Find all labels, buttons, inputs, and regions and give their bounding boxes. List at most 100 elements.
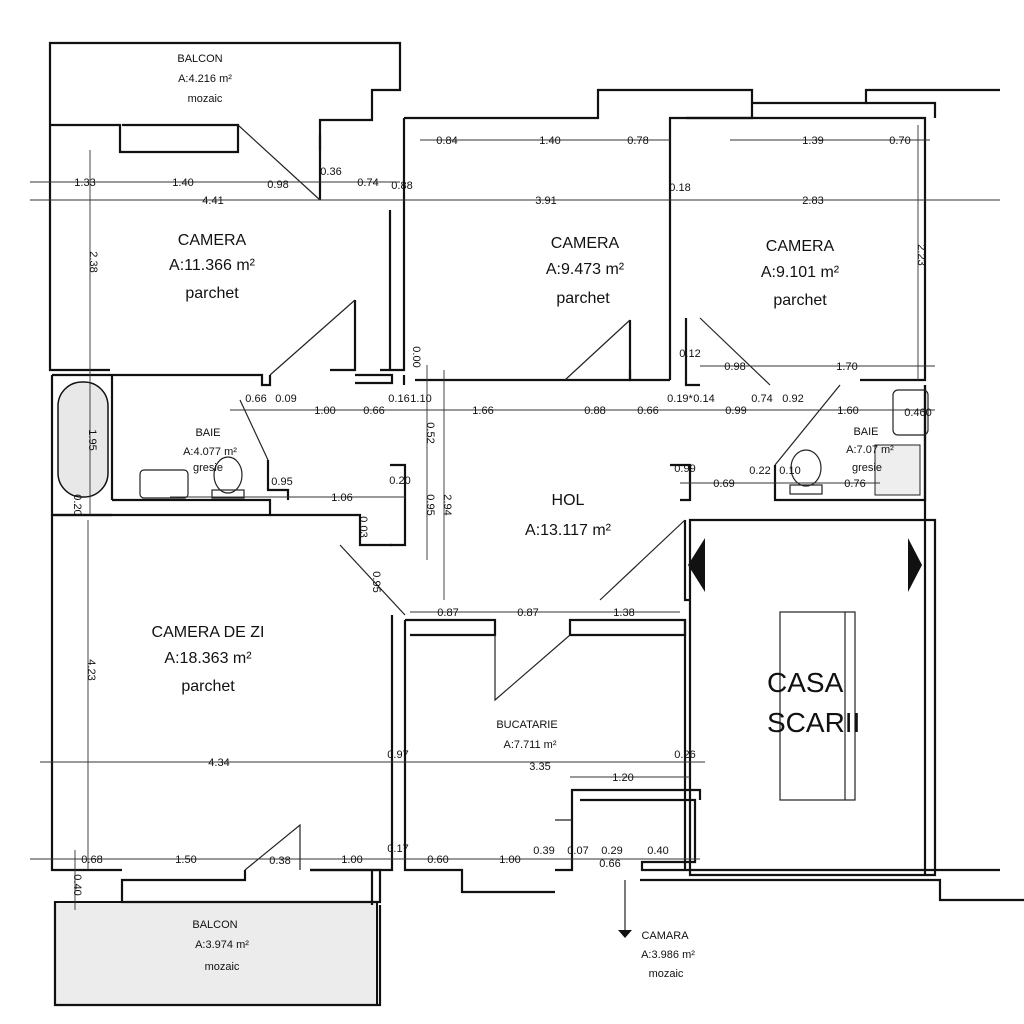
room-camera-3: CAMERA A:9.101 m² parchet [761, 238, 840, 309]
room-camara: CAMARA A:3.986 m² mozaic [641, 930, 695, 980]
room-floor: gresie [193, 462, 223, 474]
room-balcon-top: BALCON A:4.216 m² mozaic [177, 53, 232, 105]
dimension-label: 1.00 [314, 405, 335, 417]
dimension-label: 0.17 [387, 843, 408, 855]
room-name-line2: SCARII [767, 707, 860, 738]
sink [139, 469, 189, 499]
room-name: CAMERA [766, 238, 835, 255]
dimension-label: 2.83 [802, 195, 823, 207]
room-name: BALCON [192, 919, 237, 931]
room-area: A:3.986 m² [641, 949, 695, 961]
dimension-label: 0.00 [410, 346, 422, 367]
room-hol: HOL A:13.117 m² [525, 492, 612, 539]
room-area: A:4.216 m² [178, 73, 232, 85]
dimension-label: 4.23 [85, 659, 97, 680]
camara-arrow-icon [618, 930, 632, 938]
dimension-label: 2.38 [87, 251, 99, 272]
dimension-label: 0.09 [275, 393, 296, 405]
room-floor: mozaic [188, 93, 223, 105]
room-name: CAMERA [178, 232, 247, 249]
dimension-label: 0.07 [567, 845, 588, 857]
dimension-label: 0.95 [271, 476, 292, 488]
dimension-label: 0.87 [437, 607, 458, 619]
dimension-label: 1.66 [472, 405, 493, 417]
washer [874, 444, 921, 496]
dimension-label: 0.460 [904, 407, 932, 419]
room-area: A:11.366 m² [169, 257, 256, 274]
room-floor: gresie [852, 462, 882, 474]
dimension-label: 0.74 [751, 393, 772, 405]
dimension-label: 0.52 [424, 422, 436, 443]
dimension-label: 0.14 [693, 393, 714, 405]
dimension-label: 1.70 [836, 361, 857, 373]
dimension-label: 0.78 [627, 135, 648, 147]
dimension-lines [30, 125, 1000, 910]
dimension-label: 0.03 [357, 516, 369, 537]
dimension-label: 0.60 [427, 854, 448, 866]
room-area: A:18.363 m² [164, 650, 252, 667]
dimension-label: 0.18 [669, 182, 690, 194]
dimension-label: 0.38 [269, 855, 290, 867]
dimension-label: 2.23 [915, 244, 927, 265]
room-camera-1: CAMERA A:11.366 m² parchet [169, 232, 256, 302]
room-camera-2: CAMERA A:9.473 m² parchet [546, 235, 625, 307]
room-camera-de-zi: CAMERA DE ZI A:18.363 m² parchet [152, 624, 265, 695]
dimension-label: 0.92 [782, 393, 803, 405]
dimension-label: 0.95 [370, 571, 382, 592]
room-area: A:7.07 m² [846, 444, 894, 456]
room-name: CAMARA [641, 930, 689, 942]
room-baie-2: BAIE A:7.07 m² gresie [846, 426, 894, 474]
dimension-label: 0.19* [667, 393, 693, 405]
dimension-label: 0.22 [749, 465, 770, 477]
dimension-label: 1.33 [74, 177, 95, 189]
dimension-label: 0.98 [724, 361, 745, 373]
room-name: CAMERA [551, 235, 620, 252]
dimension-label: 3.91 [535, 195, 556, 207]
dimension-label: 1.60 [837, 405, 858, 417]
room-floor: parchet [185, 285, 239, 302]
dimension-label: 4.34 [208, 757, 229, 769]
dimension-label: 0.95 [424, 494, 436, 515]
dimension-label: 0.20 [389, 475, 410, 487]
dimension-label: 0.40 [647, 845, 668, 857]
toilet-1 [213, 456, 243, 494]
walls [48, 41, 1024, 1007]
dimension-label: 0.66 [363, 405, 384, 417]
room-floor: parchet [556, 290, 610, 307]
dimension-label: 0.70 [889, 135, 910, 147]
dimension-label: 0.74 [357, 177, 378, 189]
dimension-label: 1.40 [539, 135, 560, 147]
toilet-2-base [789, 484, 823, 495]
arrow-left-icon [688, 538, 705, 592]
room-area: A:4.077 m² [183, 446, 237, 458]
dimension-label: 0.84 [436, 135, 457, 147]
dimension-label: 0.12 [679, 348, 700, 360]
room-floor: mozaic [205, 961, 240, 973]
dimension-label: 0.99 [674, 463, 695, 475]
room-floor: mozaic [649, 968, 684, 980]
room-casa-scarii: CASA SCARII [767, 667, 860, 738]
room-name: BAIE [195, 427, 220, 439]
room-bucatarie: BUCATARIE A:7.711 m² [496, 719, 557, 751]
bathtub [57, 381, 109, 498]
room-area: A:7.711 m² [504, 739, 557, 751]
dimension-label: 1.95 [86, 429, 98, 450]
door-swings [237, 124, 841, 871]
dimension-label: 0.36 [320, 166, 341, 178]
dimension-label: 0.66 [637, 405, 658, 417]
dimension-label: 0.76 [844, 478, 865, 490]
room-area: A:3.974 m² [195, 939, 249, 951]
arrow-right-icon [908, 538, 922, 592]
room-area: A:13.117 m² [525, 522, 612, 539]
toilet-2 [790, 449, 822, 487]
dimension-label: 0.40 [71, 874, 83, 895]
balcony-bottom-floor [54, 901, 378, 1006]
dimension-label: 0.39 [533, 845, 554, 857]
toilet-1-base [211, 489, 245, 499]
dimension-label: 0.68 [81, 854, 102, 866]
dimension-label: 3.35 [529, 761, 550, 773]
dimension-label: 0.20 [71, 494, 83, 515]
dimension-label: 1.38 [613, 607, 634, 619]
